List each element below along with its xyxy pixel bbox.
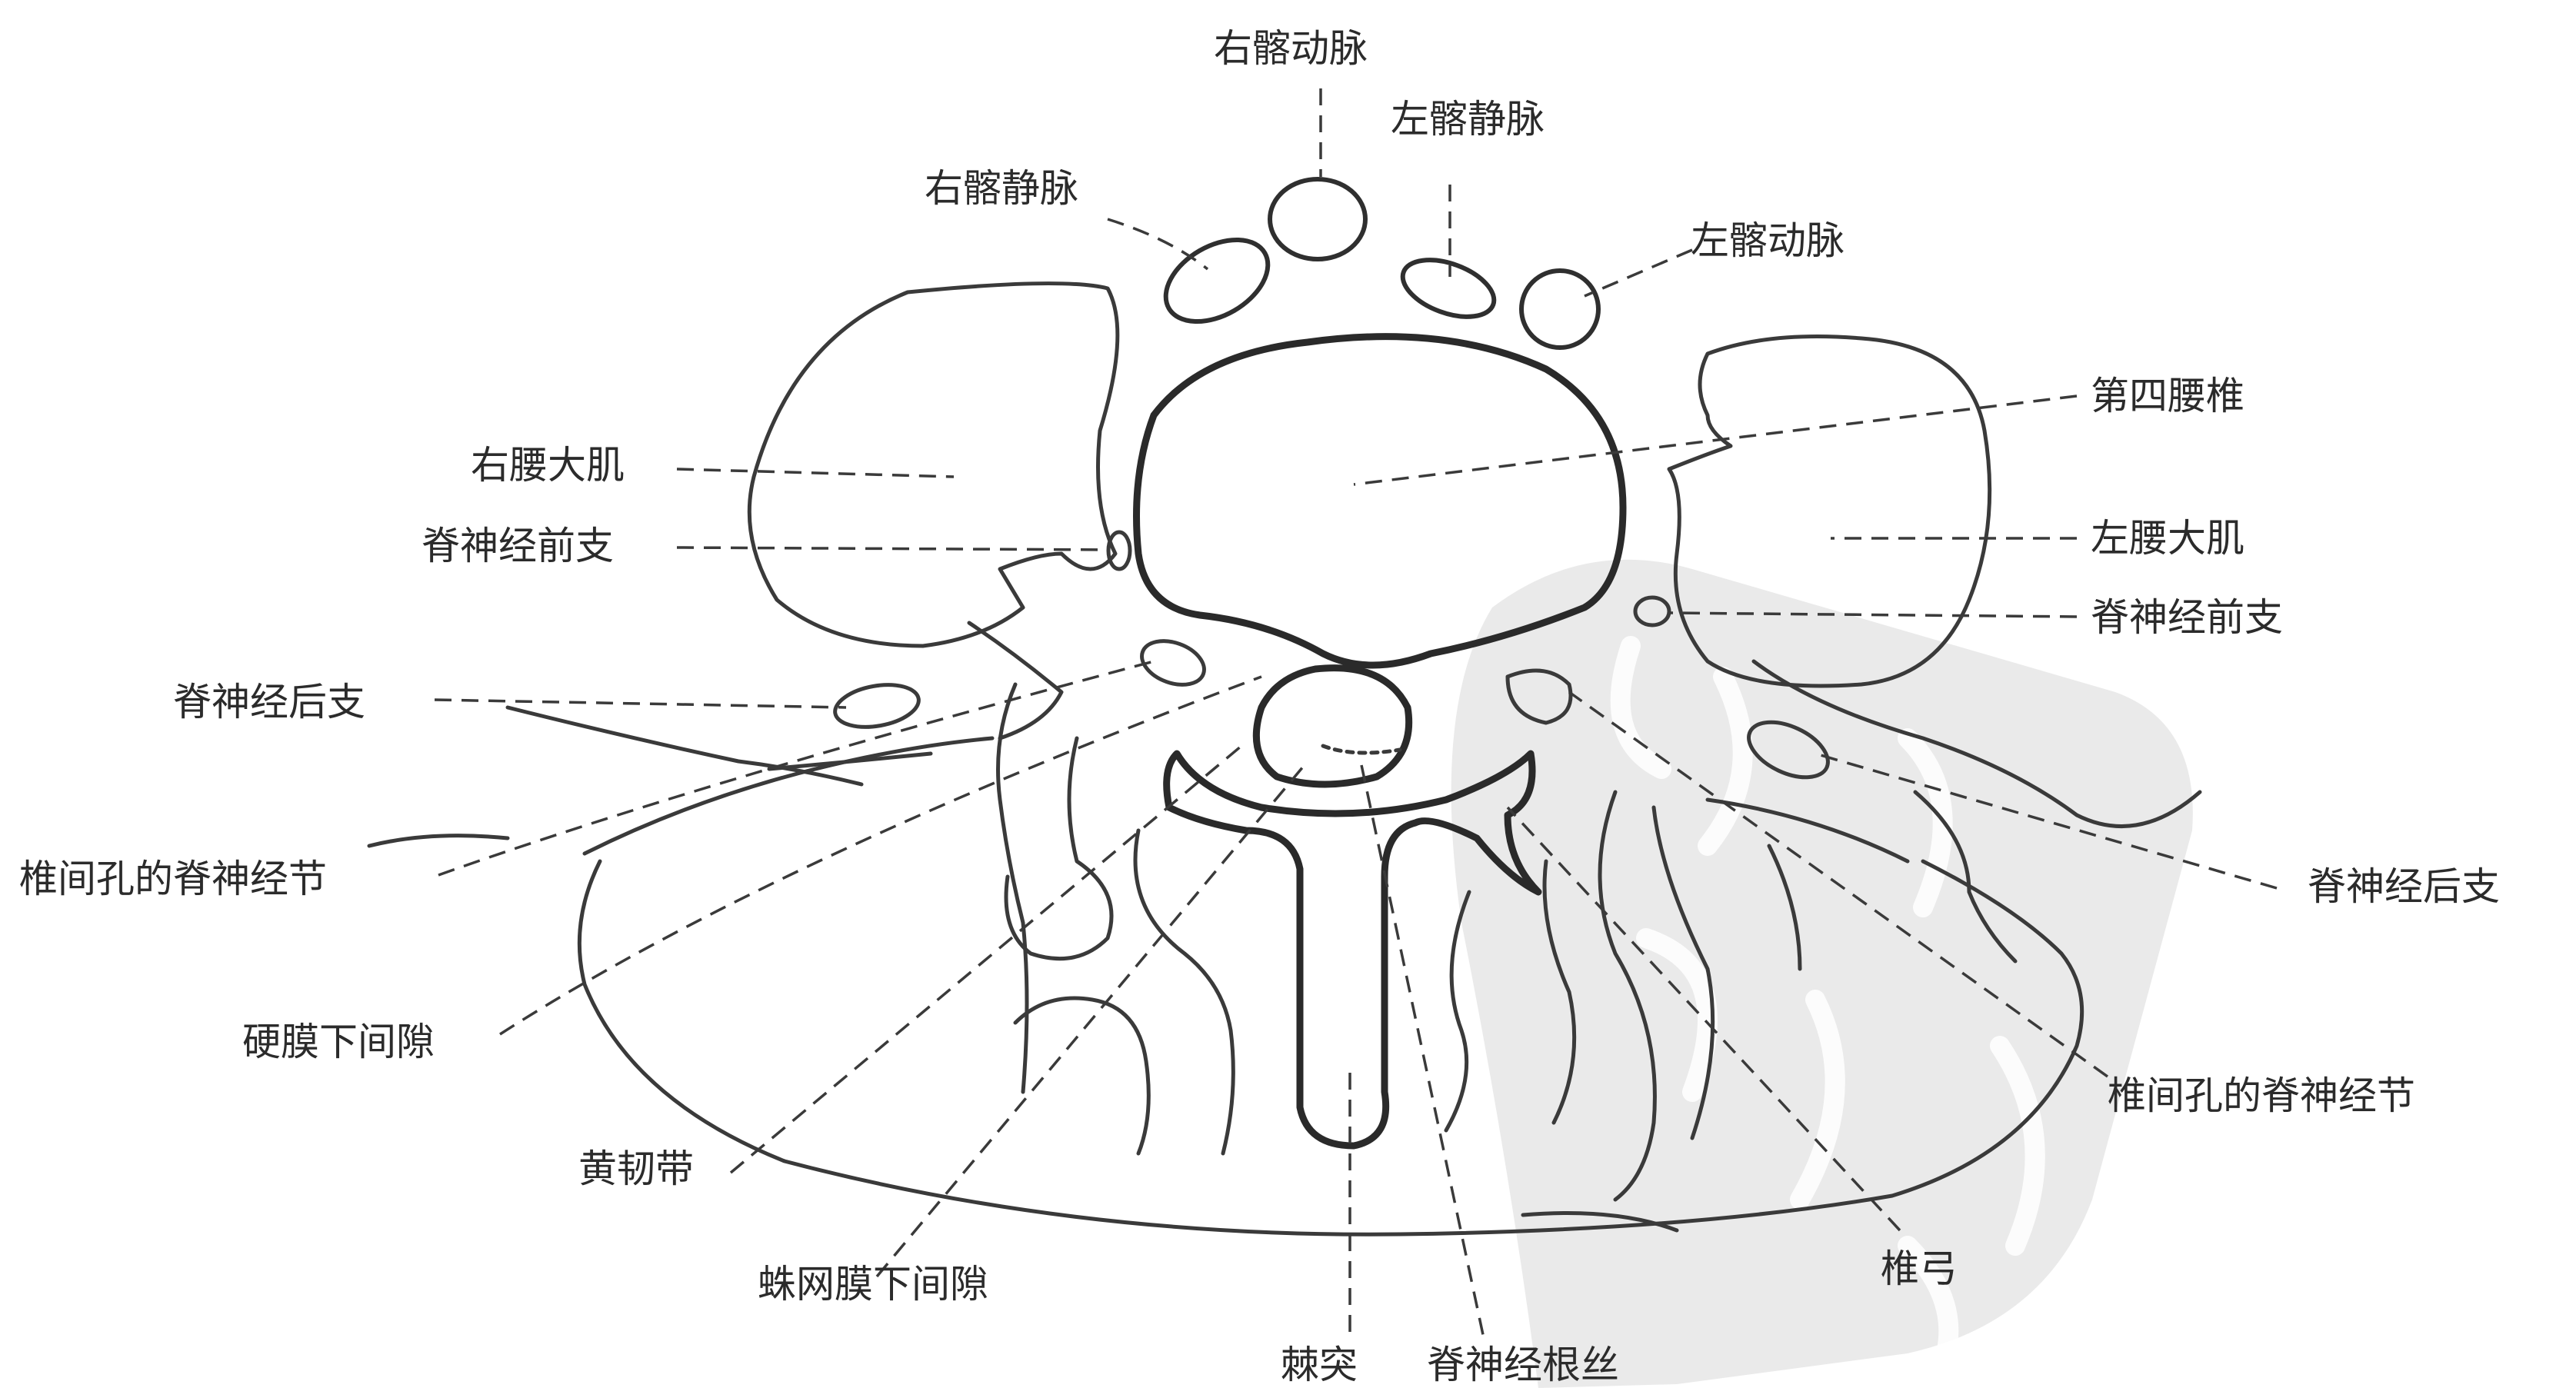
left-iliac-artery-shape [1521, 271, 1598, 348]
left-iliac-vein-shape [1395, 249, 1501, 328]
label-spinal-nerve-anterior-right: 脊神经前支 [422, 527, 614, 565]
label-vertebral-arch: 椎弓 [1881, 1250, 1958, 1288]
label-left-iliac-artery: 左髂动脉 [1691, 221, 1845, 260]
rootlets-shape [1323, 746, 1400, 753]
label-subarachnoid-space: 蛛网膜下间隙 [758, 1265, 988, 1303]
right-iliac-vein-shape [1151, 223, 1282, 338]
label-ganglion-right: 椎间孔的脊神经节 [19, 860, 327, 898]
label-right-psoas-major: 右腰大肌 [471, 446, 625, 484]
right-psoas-shape [749, 284, 1118, 646]
label-left-iliac-vein: 左髂静脉 [1391, 100, 1545, 138]
label-left-psoas-major: 左腰大肌 [2091, 519, 2244, 558]
label-spinal-nerve-posterior-right: 脊神经后支 [173, 683, 365, 721]
label-spinous-process: 棘突 [1281, 1346, 1358, 1384]
label-subdural-space: 硬膜下间隙 [242, 1023, 435, 1061]
iliac-vessels [1151, 179, 1598, 348]
dural-sac-shape [1256, 668, 1408, 784]
label-ganglion-left: 椎间孔的脊神经节 [2108, 1077, 2415, 1115]
label-spinal-nerve-posterior-left: 脊神经后支 [2308, 867, 2500, 906]
label-spinal-nerve-rootlets: 脊神经根丝 [1427, 1346, 1619, 1384]
label-right-iliac-artery: 右髂动脉 [1214, 29, 1368, 68]
label-spinal-nerve-anterior-left: 脊神经前支 [2091, 598, 2283, 637]
label-ligamentum-flavum: 黄韧带 [578, 1150, 694, 1188]
label-fourth-lumbar-vertebra: 第四腰椎 [2091, 377, 2244, 415]
right-iliac-artery-shape [1270, 179, 1365, 259]
label-right-iliac-vein: 右髂静脉 [925, 169, 1078, 208]
